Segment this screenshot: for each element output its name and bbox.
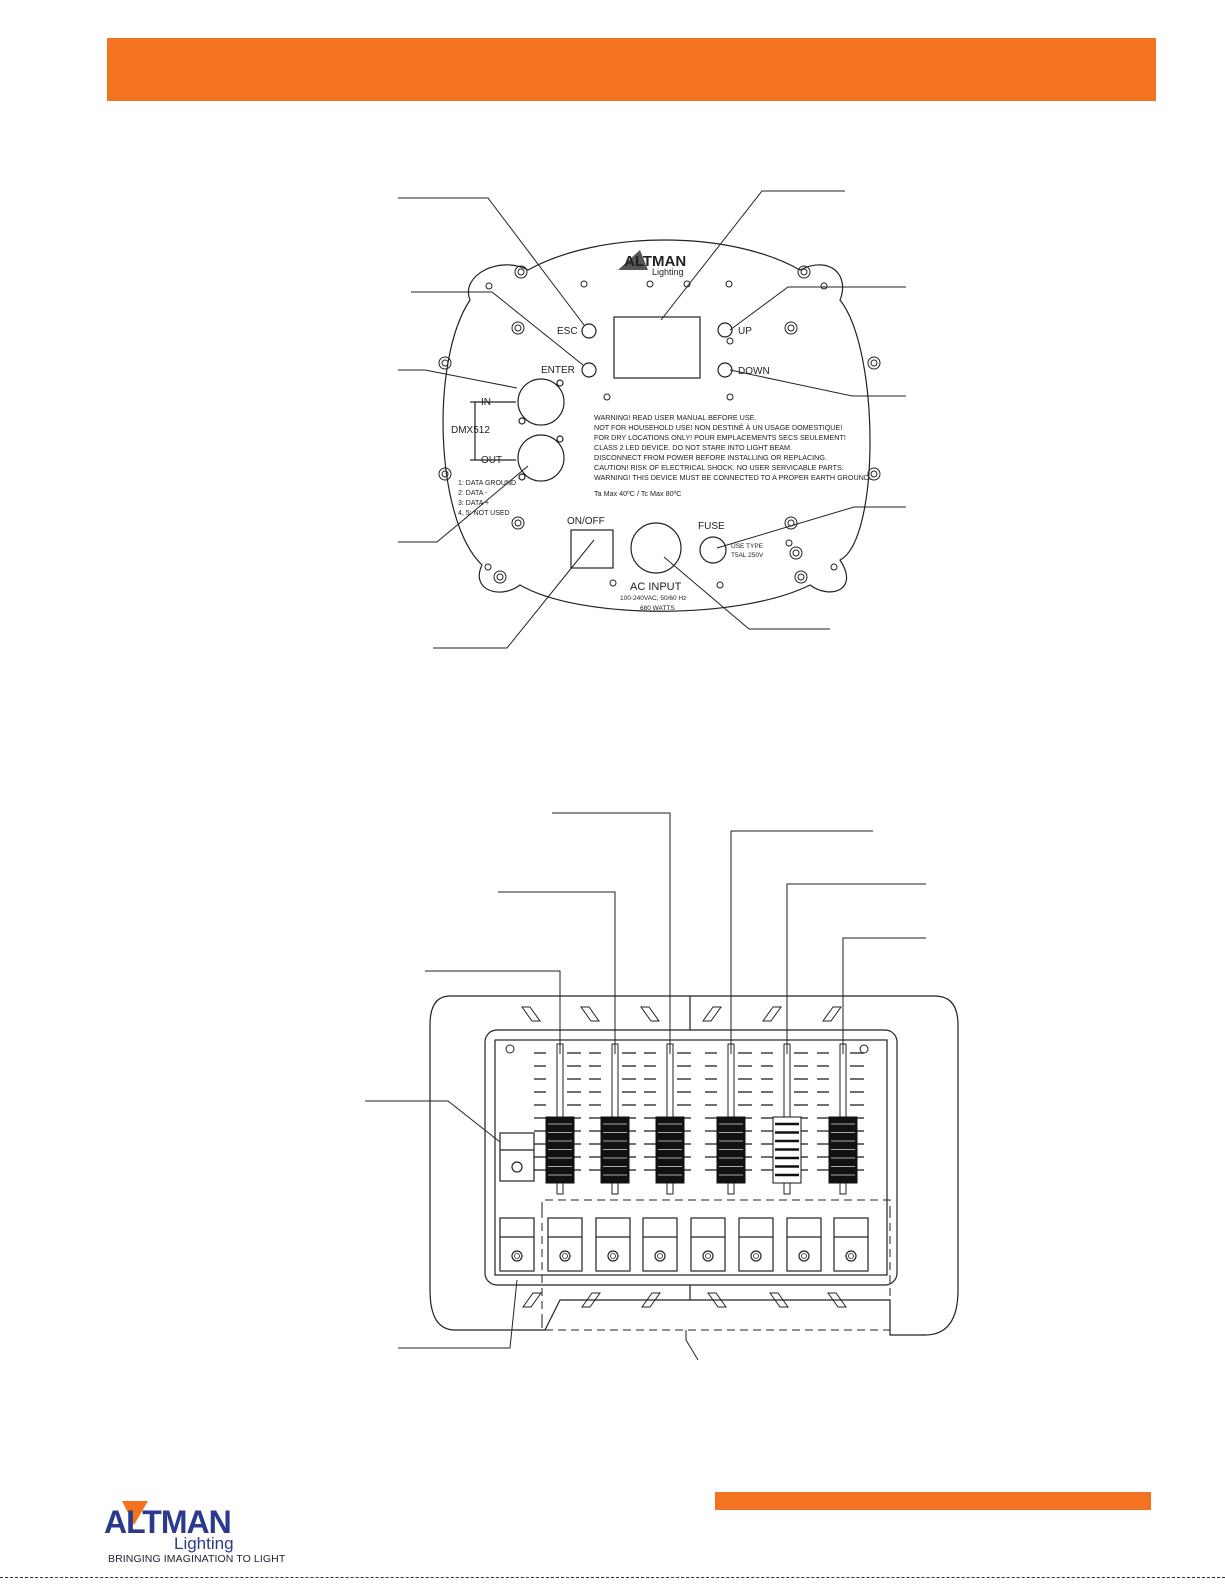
down-label: DOWN	[738, 366, 770, 377]
footer-bar	[715, 1492, 1151, 1510]
pinout-3: 3: DATA +	[458, 500, 489, 507]
ac-input-label: AC INPUT	[630, 581, 682, 593]
down-button[interactable]	[717, 362, 733, 378]
fuse-type-2: T5AL 250V	[731, 552, 764, 559]
warning-line-5: DISCONNECT FROM POWER BEFORE INSTALLING …	[594, 453, 827, 462]
pinout-list: 1: DATA GROUND 2: DATA - 3: DATA + 4, 5:…	[458, 480, 516, 517]
controller-faceplate	[484, 1029, 898, 1286]
footer-logo-sub: Lighting	[174, 1534, 234, 1553]
warning-line-4: CLASS 2 LED DEVICE. DO NOT STARE INTO LI…	[594, 443, 792, 452]
fader-3[interactable]	[644, 1043, 691, 1195]
pinout-4: 4, 5: NOT USED	[458, 510, 510, 517]
fuse-holder[interactable]	[699, 536, 727, 564]
footer-rule	[0, 1577, 1225, 1578]
fader-2[interactable]	[589, 1043, 636, 1195]
dmx-in-label: IN	[481, 397, 491, 408]
channel-button-7[interactable]	[833, 1217, 869, 1272]
header-bar	[107, 38, 1156, 101]
temp-rating: Ta Max 40ºC / Tc Max 80ºC	[594, 489, 681, 498]
fader-group	[534, 1043, 864, 1195]
ac-input-spec-2: 680 WATTS	[640, 605, 675, 612]
dmx-connectors	[470, 378, 565, 482]
dmx-in-connector[interactable]	[517, 378, 565, 426]
master-button[interactable]	[499, 1132, 535, 1182]
pinout-1: 1: DATA GROUND	[458, 480, 516, 487]
fader-5[interactable]	[761, 1043, 808, 1195]
warning-line-2: NOT FOR HOUSEHOLD USE! NON DESTINÉ À UN …	[594, 423, 842, 432]
channel-bracket	[541, 1199, 891, 1331]
panel-brand-name: ALTMAN	[624, 253, 686, 270]
warning-line-7: WARNING! THIS DEVICE MUST BE CONNECTED T…	[594, 473, 871, 482]
warning-line-3: FOR DRY LOCATIONS ONLY! POUR EMPLACEMENT…	[594, 433, 846, 442]
channel-button-4[interactable]	[690, 1217, 726, 1272]
dmx-out-label: OUT	[481, 455, 502, 466]
bank-button[interactable]	[499, 1217, 535, 1272]
enter-button[interactable]	[581, 362, 597, 378]
warning-text: WARNING! READ USER MANUAL BEFORE USE. NO…	[594, 413, 871, 498]
pinout-2: 2: DATA -	[458, 490, 488, 497]
rear-panel	[442, 239, 871, 612]
channel-buttons	[499, 1217, 869, 1272]
up-button[interactable]	[717, 322, 733, 338]
controller-grips	[505, 1006, 869, 1308]
fader-4[interactable]	[705, 1043, 752, 1195]
panel-logo: ALTMAN Lighting	[618, 250, 686, 277]
panel-brand-sub: Lighting	[652, 267, 684, 277]
channel-button-2[interactable]	[595, 1217, 631, 1272]
logo-mark	[122, 1501, 148, 1525]
fuse-label: FUSE	[698, 521, 725, 532]
controller-outer-shell	[429, 995, 959, 1336]
channel-button-6[interactable]	[786, 1217, 822, 1272]
fader-6[interactable]	[817, 1043, 864, 1195]
fader-1[interactable]	[534, 1043, 581, 1195]
dmx-title: DMX512	[451, 425, 490, 436]
channel-button-5[interactable]	[738, 1217, 774, 1272]
esc-label: ESC	[557, 326, 578, 337]
panel-outline	[442, 239, 871, 612]
controller	[429, 995, 959, 1336]
panel-screws	[438, 265, 881, 589]
power-switch[interactable]	[570, 529, 614, 569]
controller-callouts	[365, 812, 926, 1361]
footer-logo: ALTMAN Lighting	[104, 1501, 234, 1553]
esc-button[interactable]	[581, 323, 597, 339]
fuse-type-1: USE TYPE	[731, 543, 764, 550]
warning-line-1: WARNING! READ USER MANUAL BEFORE USE.	[594, 413, 756, 422]
channel-button-1[interactable]	[547, 1217, 583, 1272]
up-label: UP	[738, 326, 752, 337]
warning-line-6: CAUTION! RISK OF ELECTRICAL SHOCK. NO US…	[594, 463, 844, 472]
ac-input-spec-1: 100-240VAC, 50/60 Hz	[620, 595, 686, 602]
ac-input-connector[interactable]	[630, 522, 682, 574]
panel-callouts	[398, 190, 906, 649]
footer-logo-name: ALTMAN	[104, 1504, 231, 1540]
channel-button-3[interactable]	[642, 1217, 678, 1272]
dmx-out-connector[interactable]	[517, 434, 565, 482]
onoff-label: ON/OFF	[567, 516, 605, 527]
footer-tagline: BRINGING IMAGINATION TO LIGHT	[108, 1553, 286, 1565]
enter-label: ENTER	[541, 365, 575, 376]
lcd-display	[613, 316, 701, 379]
panel-buttons	[581, 322, 733, 378]
